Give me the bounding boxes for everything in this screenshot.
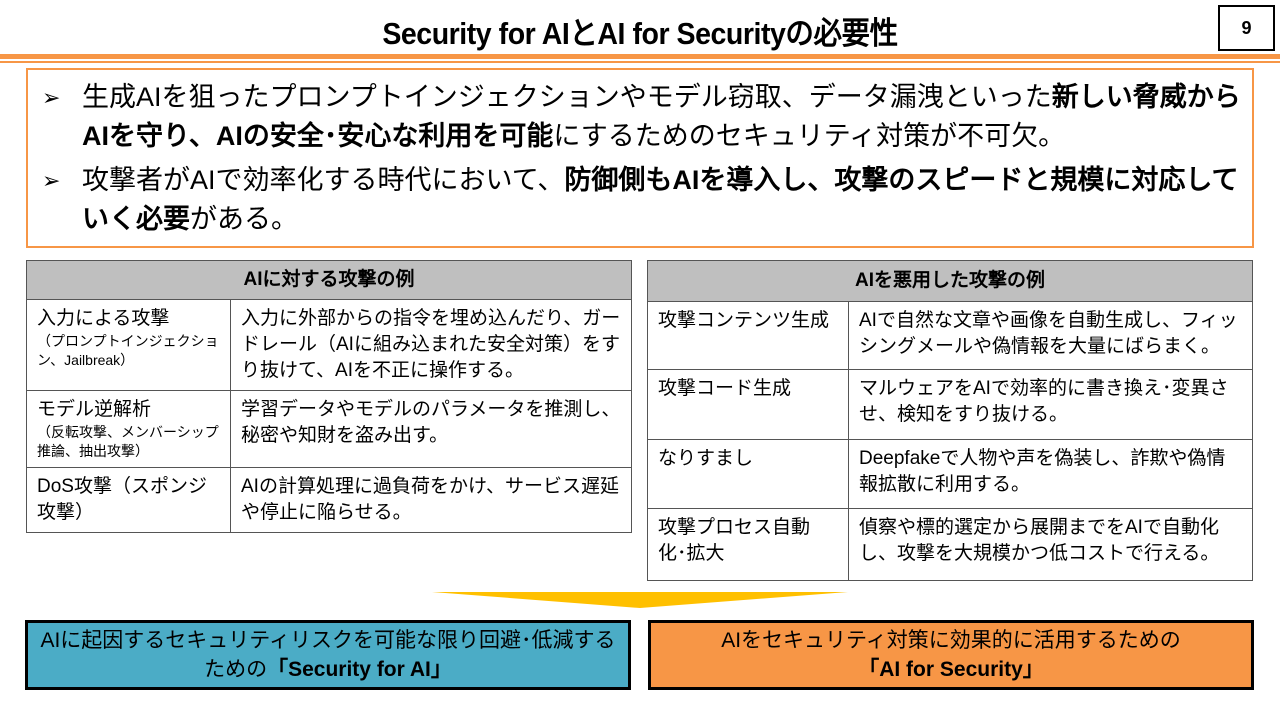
summary-box: ➢ 生成AIを狙ったプロンプトインジェクションやモデル窃取、データ漏洩といった新し… — [26, 68, 1254, 248]
security-for-ai-box: AIに起因するセキュリティリスクを可能な限り回避･低減する ための「Securi… — [25, 620, 631, 690]
table-row: 攻撃コード生成マルウェアをAIで効率的に書き換え･変異させ、検知をすり抜ける。 — [647, 369, 1253, 440]
bullet-text: 生成AIを狙ったプロンプトインジェクションやモデル窃取、データ漏洩といった新しい… — [82, 82, 1241, 151]
header-divider — [0, 54, 1280, 59]
table-row: 入力による攻撃（プロンプトインジェクション、Jailbreak）入力に外部からの… — [26, 299, 632, 391]
down-arrow-icon — [432, 592, 848, 608]
ai-for-security-box: AIをセキュリティ対策に効果的に活用するための 「AI for Security… — [648, 620, 1254, 690]
bullet-item: ➢ 生成AIを狙ったプロンプトインジェクションやモデル窃取、データ漏洩といった新し… — [38, 78, 1242, 156]
arrow-bullet-icon: ➢ — [42, 168, 61, 193]
table-row: DoS攻撃（スポンジ攻撃）AIの計算処理に過負荷をかけ、サービス遅延や停止に陥ら… — [26, 467, 632, 533]
header-divider-thin — [0, 61, 1280, 63]
table-header: AIに対する攻撃の例 — [26, 260, 632, 300]
bullet-item: ➢ 攻撃者がAIで効率化する時代において、防御側もAIを導入し、攻撃のスピードと規… — [38, 161, 1242, 239]
table-header: AIを悪用した攻撃の例 — [647, 260, 1253, 302]
attacks-on-ai-table: AIに対する攻撃の例 入力による攻撃（プロンプトインジェクション、Jailbre… — [26, 260, 632, 533]
table-row: 攻撃プロセス自動化･拡大偵察や標的選定から展開までをAIで自動化し、攻撃を大規模… — [647, 508, 1253, 581]
page-title: Security for AIとAI for Securityの必要性 — [382, 16, 898, 51]
arrow-bullet-icon: ➢ — [42, 85, 61, 110]
table-row: モデル逆解析（反転攻撃、メンバーシップ推論、抽出攻撃）学習データやモデルのパラメ… — [26, 390, 632, 468]
bullet-text: 攻撃者がAIで効率化する時代において、防御側もAIを導入し、攻撃のスピードと規模… — [82, 165, 1239, 234]
page-number: 9 — [1218, 5, 1275, 51]
